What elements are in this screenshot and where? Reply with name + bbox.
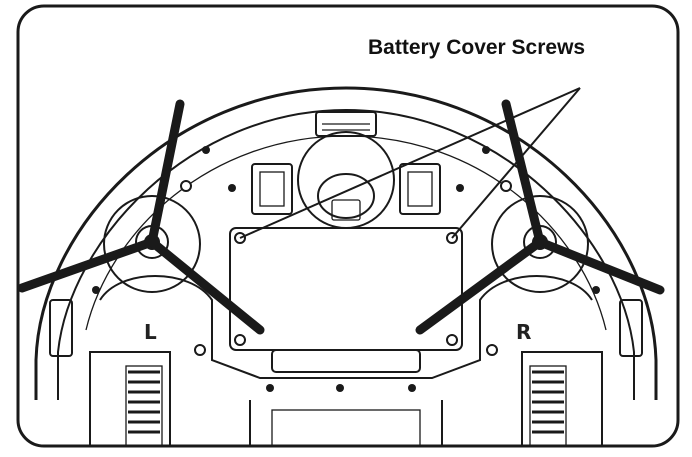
center-wheel-housing: [297, 131, 395, 229]
center-caster: [317, 173, 375, 219]
left-brush-housing: [103, 195, 201, 293]
battery-cover-screw-3: [234, 334, 246, 346]
battery-cover: [229, 227, 463, 351]
right-brush-label: R: [516, 320, 532, 344]
left-brush-arm-top: [147, 99, 185, 247]
callout-leader-2: [451, 87, 581, 239]
callout-leader-1: [239, 87, 581, 239]
left-drive-wheel: [89, 351, 171, 447]
left-brush-label: L: [144, 320, 157, 344]
left-brush-arm-left: [17, 237, 157, 293]
left-wheel-arch: [99, 275, 213, 360]
right-brush-housing: [491, 195, 589, 293]
main-brush-slot: [271, 349, 421, 373]
top-vent: [315, 111, 377, 137]
right-wheel-arch: [479, 275, 593, 360]
right-brush-arm-top: [501, 99, 545, 247]
right-brush-arm-left: [415, 237, 545, 335]
left-brush-arm-right: [147, 237, 265, 335]
robot-body-outline: [34, 86, 658, 400]
right-brush-arm-right: [535, 237, 665, 295]
battery-cover-screws-callout: Battery Cover Screws: [368, 36, 586, 59]
left-side-clip: [49, 299, 73, 357]
robot-inner-rim: [57, 108, 635, 400]
right-side-clip: [619, 299, 643, 357]
charge-contact-right: [399, 163, 441, 215]
lower-housing: [211, 330, 481, 379]
battery-cover-screw-4: [446, 334, 458, 346]
right-drive-wheel: [521, 351, 603, 447]
charge-contact-left: [251, 163, 293, 215]
